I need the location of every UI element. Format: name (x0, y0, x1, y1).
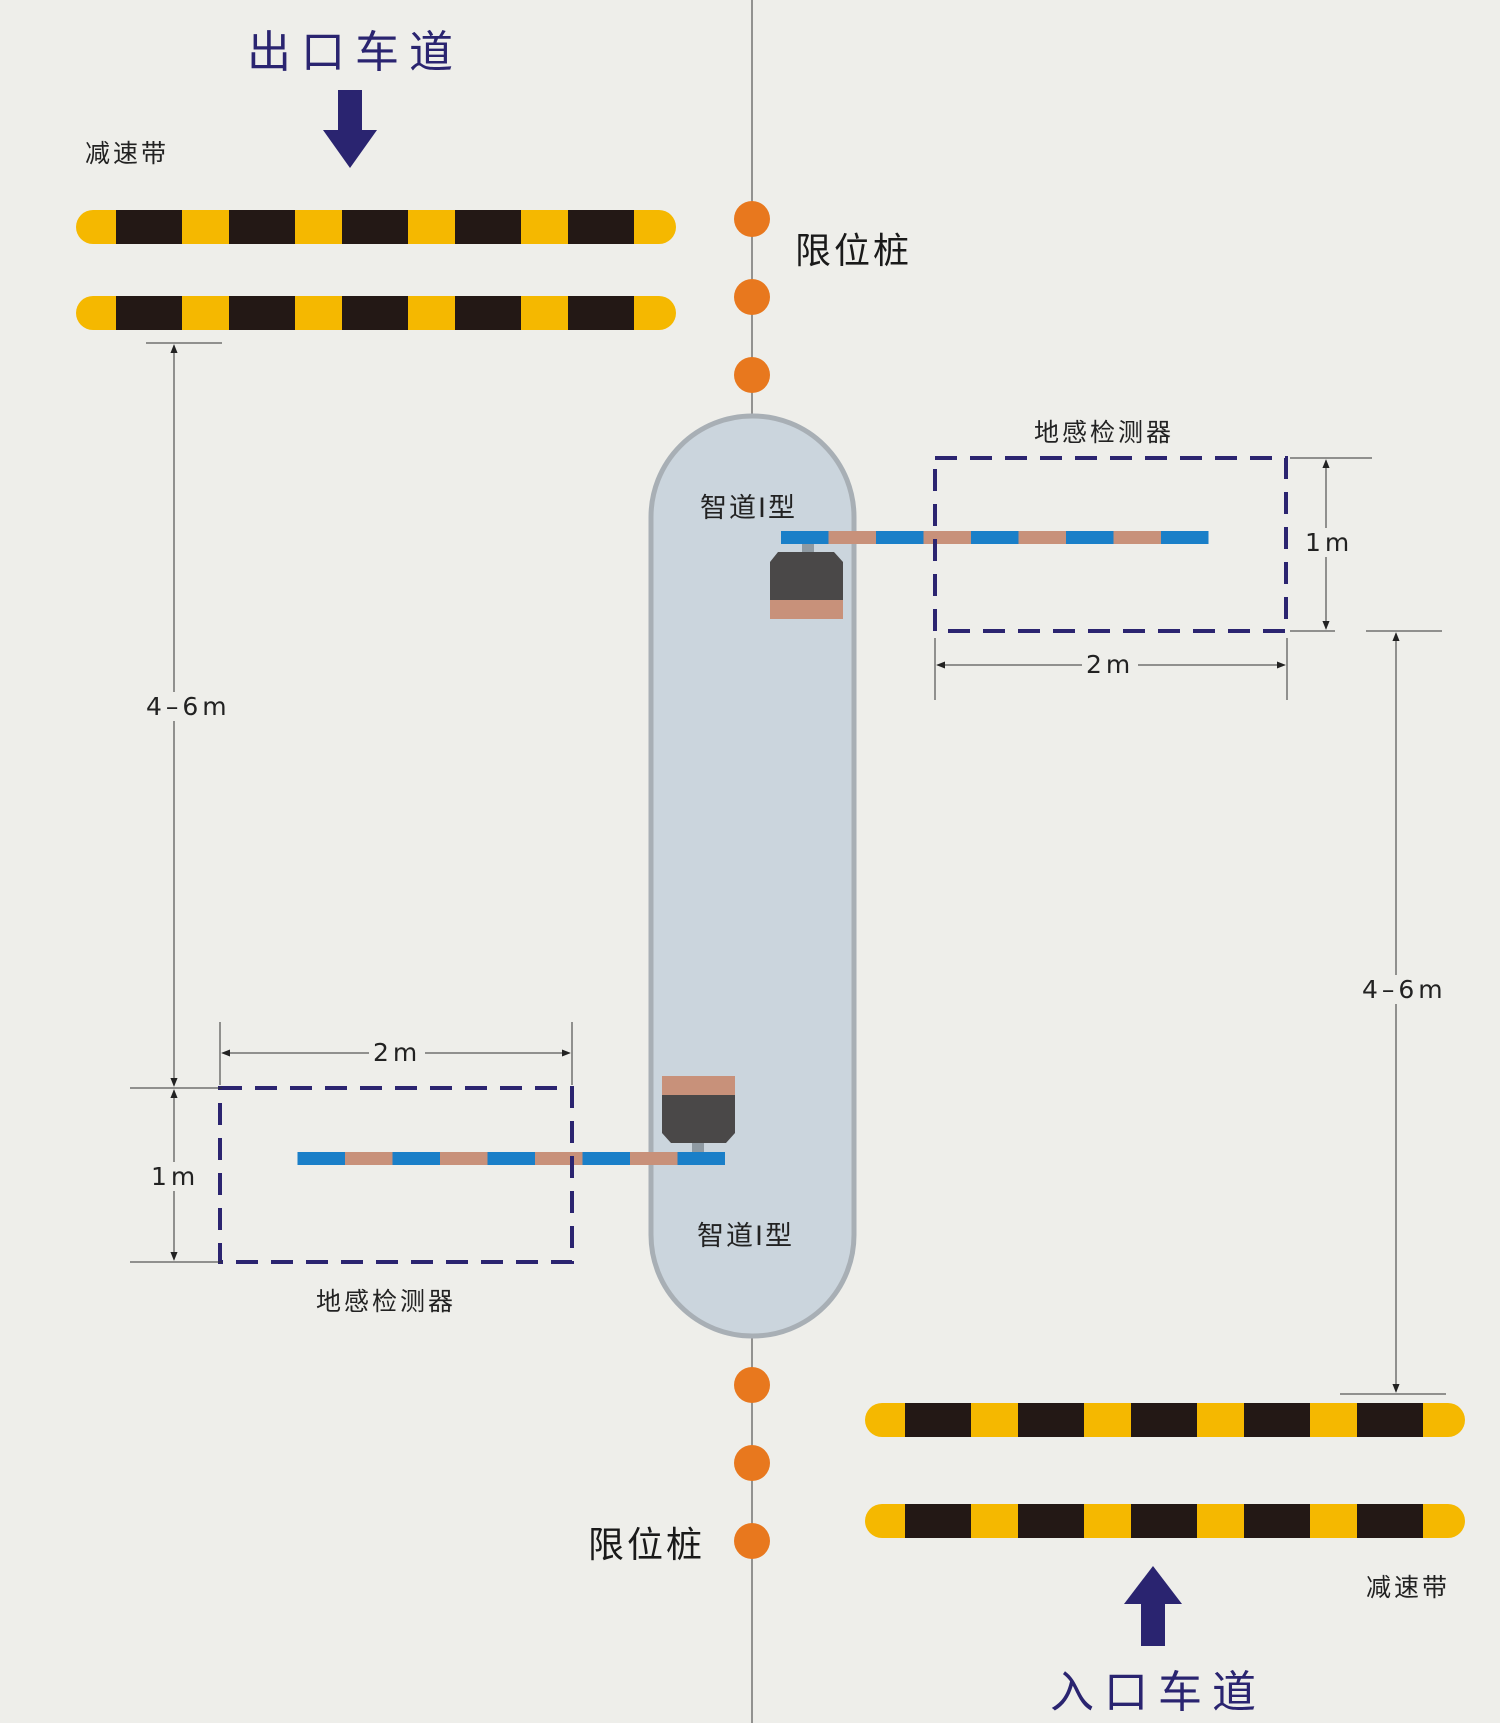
limit-post (734, 201, 770, 237)
bottom-barrier-gate (297, 1076, 735, 1165)
dimension-label-left-distance: 4–6m (142, 692, 235, 721)
limit-post-label-bottom: 限位桩 (588, 1525, 706, 1566)
limit-post (734, 1445, 770, 1481)
barrier-arm-bottom (297, 1152, 725, 1165)
limit-posts-top (734, 201, 770, 393)
entry-direction-arrow (1124, 1566, 1182, 1646)
speed-bump-entry-1 (865, 1403, 1465, 1437)
limit-post (734, 1367, 770, 1403)
exit-speed-bump-label: 减速带 (85, 139, 170, 168)
entry-lane-title: 入口车道 (1050, 1667, 1266, 1718)
speed-bump-entry-2 (865, 1504, 1465, 1538)
speed-bump-exit-1 (76, 210, 676, 244)
speed-bump-exit-2 (76, 296, 676, 330)
gate-motor-bottom (662, 1095, 735, 1143)
dimension-label-top-width: 2m (1082, 650, 1139, 679)
limit-post (734, 279, 770, 315)
limit-posts-bottom (734, 1367, 770, 1559)
loop-detector-bottom (218, 1086, 574, 1264)
loop-detector-top (933, 456, 1288, 633)
dimension-label-bottom-width: 2m (369, 1038, 426, 1067)
dimension-right-distance (1340, 630, 1446, 1395)
limit-post-label-top: 限位桩 (795, 231, 913, 272)
limit-post (734, 1523, 770, 1559)
gate-model-label-top: 智道I型 (700, 493, 797, 524)
dimension-label-right-distance: 4–6m (1358, 975, 1451, 1004)
speed-bumps (76, 210, 1465, 1538)
dimension-label-bottom-depth: 1m (147, 1162, 204, 1191)
entry-speed-bump-label: 减速带 (1366, 1573, 1451, 1602)
detector-label-bottom: 地感检测器 (316, 1287, 457, 1316)
gate-model-label-bottom: 智道I型 (697, 1221, 794, 1252)
dimension-label-top-depth: 1m (1301, 528, 1358, 557)
detector-label-top: 地感检测器 (1034, 418, 1175, 447)
exit-direction-arrow (323, 90, 377, 168)
barrier-arm-top (781, 531, 1209, 544)
gate-motor-top (770, 552, 843, 600)
exit-lane-title: 出口车道 (247, 27, 463, 78)
limit-post (734, 357, 770, 393)
